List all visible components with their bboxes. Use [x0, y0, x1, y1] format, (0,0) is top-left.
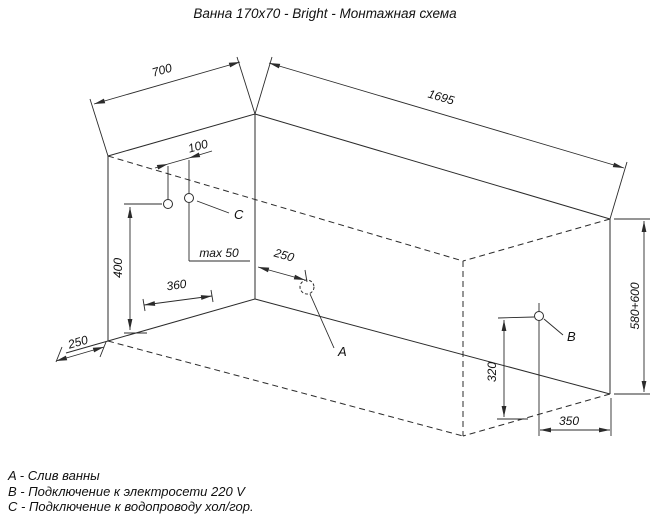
legend: A - Слив ванны B - Подключение к электро…	[8, 468, 254, 515]
hidden-edges	[107, 155, 611, 437]
power-connection-point: B	[534, 303, 576, 436]
leader-b	[543, 318, 564, 336]
dim-socket-offset-label: 350	[559, 414, 579, 428]
dim-pipes-height-label: 400	[111, 258, 125, 278]
dim-drain-width-360: 360	[142, 277, 214, 312]
drain-point: A	[299, 279, 347, 359]
dim-drain-length-label: 250	[272, 245, 296, 264]
dim-socket-height-label: 320	[485, 362, 499, 382]
dim-length-1695: 1695	[254, 56, 628, 220]
dim-pipes-depth: max 50	[188, 203, 250, 262]
legend-item-power: B - Подключение к электросети 220 V	[8, 483, 245, 499]
legend-item-water: C - Подключение к водопроводу хол/гор.	[8, 499, 254, 514]
water-pipe-hot	[184, 193, 194, 203]
legend-item-drain: A - Слив ванны	[8, 468, 100, 483]
dim-width-700: 700	[89, 56, 256, 157]
point-b-label: B	[567, 329, 576, 344]
dim-corner-offset-label: 250	[65, 333, 89, 352]
dim-height-label: 580+600	[628, 282, 642, 329]
water-connection-point: 100 C	[154, 137, 244, 222]
point-c-label: C	[234, 207, 244, 222]
dim-corner-offset-250: 250	[55, 333, 107, 363]
water-pipe-cold	[163, 199, 173, 209]
leader-c	[196, 200, 230, 214]
dim-pipes-height-400: 400	[111, 203, 162, 334]
dim-socket-height-320: 320	[485, 316, 535, 420]
point-a-label: A	[337, 344, 347, 359]
dim-drain-length-250: 250	[257, 245, 308, 283]
dim-pipes-spacing-label: 100	[186, 137, 209, 156]
leader-a	[309, 293, 335, 349]
dim-pipes-depth-label: max 50	[199, 246, 239, 260]
page-title: Ванна 170x70 - Bright - Монтажная схема	[193, 6, 457, 21]
dim-width-label: 700	[150, 61, 173, 80]
dim-drain-width-label: 360	[166, 277, 188, 294]
dim-socket-offset-350: 350	[540, 398, 612, 436]
dim-height-580-600: 580+600	[614, 218, 650, 395]
dim-length-label: 1695	[426, 87, 456, 108]
